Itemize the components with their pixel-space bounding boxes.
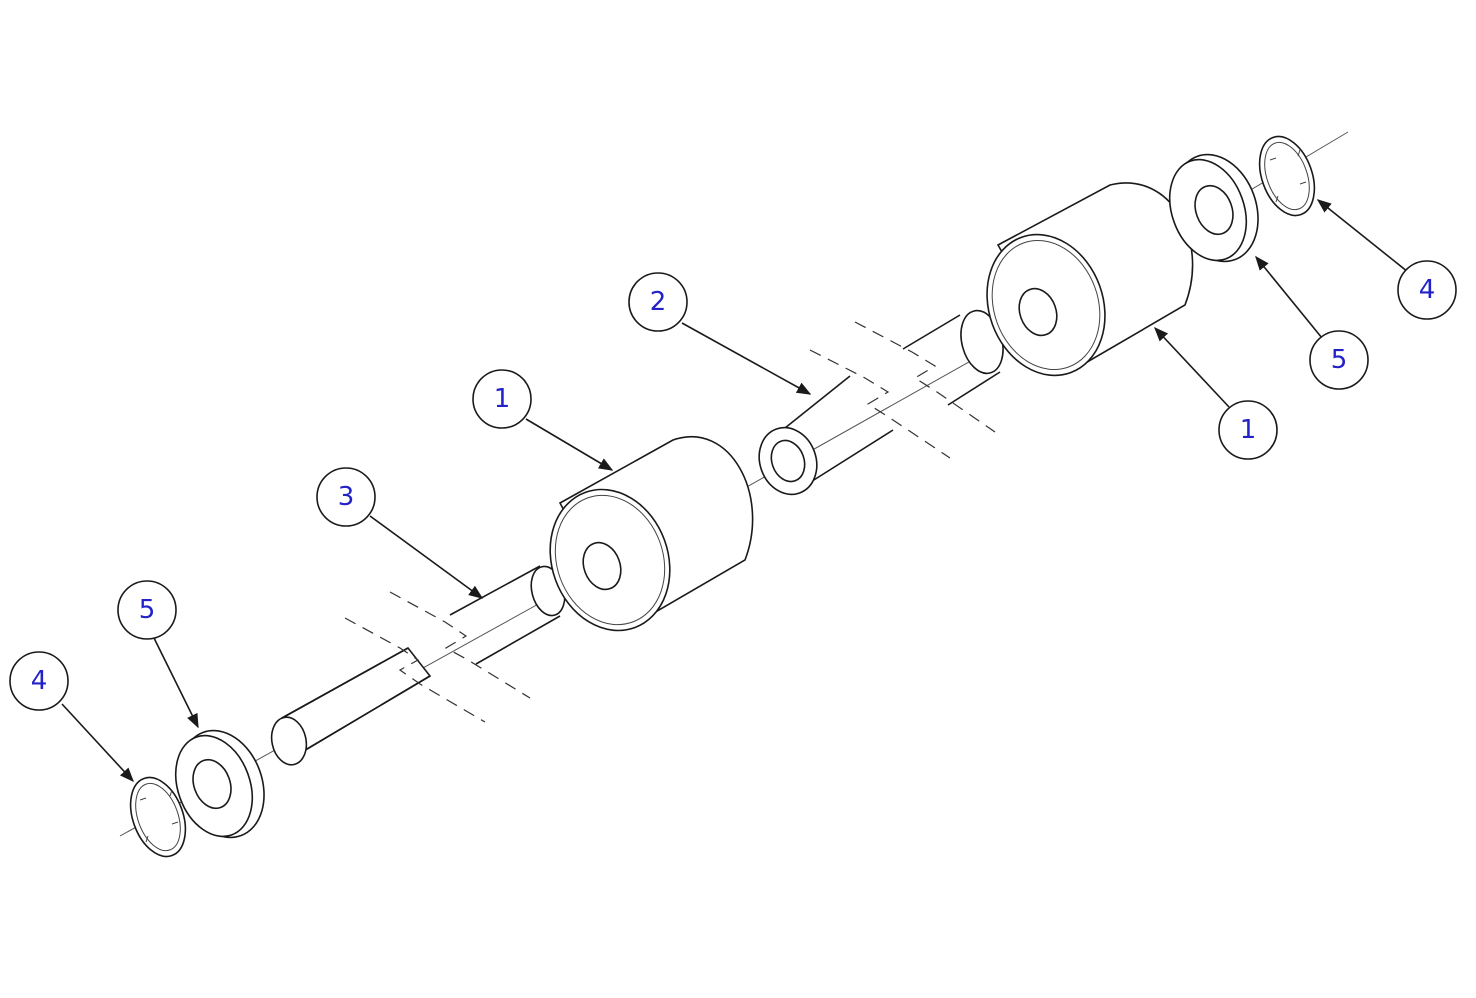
shaft-part-3-lower <box>270 646 432 766</box>
balloon-4-left: 4 <box>9 651 69 711</box>
shaft-part-3-upper <box>449 565 566 665</box>
retaining-ring-part-4-left <box>129 776 187 858</box>
leader-4-left <box>61 703 134 783</box>
roller-part-1-right <box>986 182 1194 377</box>
leader-4-right <box>1316 199 1409 273</box>
leader-2 <box>681 322 812 395</box>
leader-5-left <box>153 637 199 729</box>
svg-text:1: 1 <box>494 384 511 414</box>
svg-text:1: 1 <box>1240 415 1257 445</box>
leader-1-left <box>525 418 614 471</box>
washer-part-5-left <box>174 729 265 839</box>
leader-5-right <box>1255 255 1323 339</box>
leader-3 <box>369 515 484 599</box>
shaft-part-2 <box>758 309 1004 496</box>
balloon-1-left: 1 <box>472 369 532 429</box>
balloon-5-right: 5 <box>1309 330 1369 390</box>
balloon-4-right: 4 <box>1397 260 1457 320</box>
washer-part-5-right <box>1168 153 1259 263</box>
break-lines-upper <box>809 321 996 459</box>
balloon-5-left: 5 <box>117 580 177 640</box>
svg-text:3: 3 <box>338 482 355 512</box>
balloon-1-right: 1 <box>1218 400 1278 460</box>
svg-text:5: 5 <box>139 595 156 625</box>
balloon-3: 3 <box>316 467 376 527</box>
roller-part-1-left <box>549 436 754 632</box>
leader-1-right <box>1154 326 1230 408</box>
break-lines-lower <box>344 591 531 723</box>
balloon-2: 2 <box>628 272 688 332</box>
svg-text:2: 2 <box>650 287 667 317</box>
svg-text:4: 4 <box>1419 275 1436 305</box>
svg-text:5: 5 <box>1331 345 1348 375</box>
retaining-ring-part-4-right <box>1258 135 1316 217</box>
svg-text:4: 4 <box>31 666 48 696</box>
